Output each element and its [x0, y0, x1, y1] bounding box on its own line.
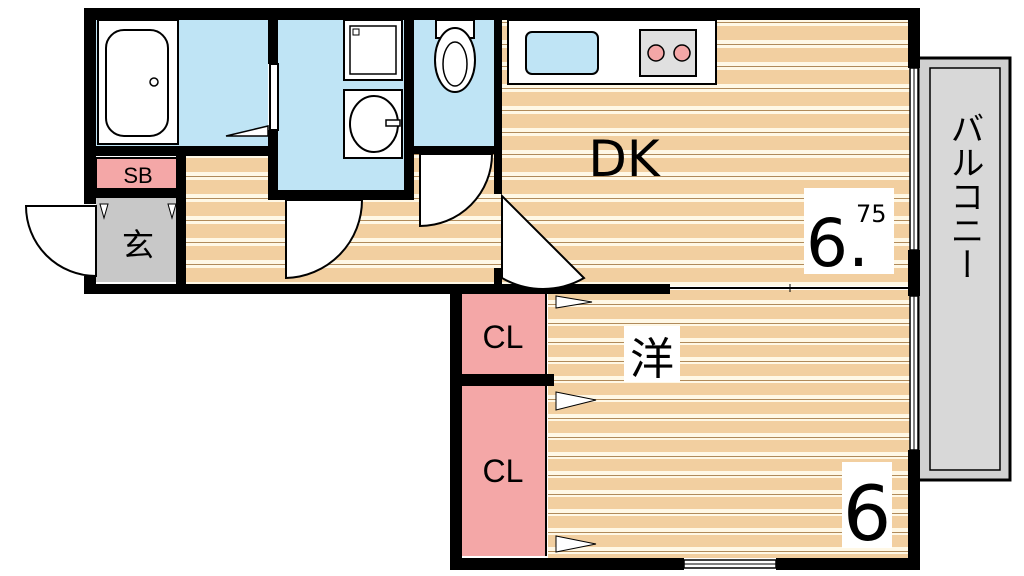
stove-burner-icon	[673, 44, 691, 62]
dk-size-label: 6.	[806, 205, 869, 282]
balcony	[916, 56, 1012, 482]
doors	[24, 63, 586, 290]
dk-label: DK	[588, 130, 661, 188]
closet-lower-label: CL	[483, 453, 524, 489]
closet-lower	[460, 386, 546, 556]
balcony-label: バルコニー	[944, 111, 984, 281]
dk-size-decimal: 75	[856, 200, 887, 228]
walls	[84, 8, 920, 570]
bathroom	[96, 18, 269, 148]
entrance-floor	[96, 198, 180, 282]
entrance-door	[24, 205, 97, 278]
kitchen-counter	[507, 19, 717, 85]
closet-upper-label: CL	[483, 319, 524, 355]
shoe-box-label: SB	[123, 163, 152, 188]
dk-door	[501, 193, 586, 290]
western-room-label: 洋	[630, 334, 674, 385]
western-room-size: 6	[843, 469, 891, 558]
toilet-door	[419, 153, 494, 228]
window	[683, 67, 919, 569]
closet-upper	[460, 294, 546, 374]
bath-door	[269, 63, 279, 131]
entrance-label: 玄	[122, 226, 154, 264]
toilet-room	[414, 18, 498, 148]
stove-burner-icon	[647, 44, 665, 62]
washroom	[278, 18, 404, 190]
bathtub-icon	[105, 29, 169, 137]
washroom-door	[285, 199, 364, 280]
